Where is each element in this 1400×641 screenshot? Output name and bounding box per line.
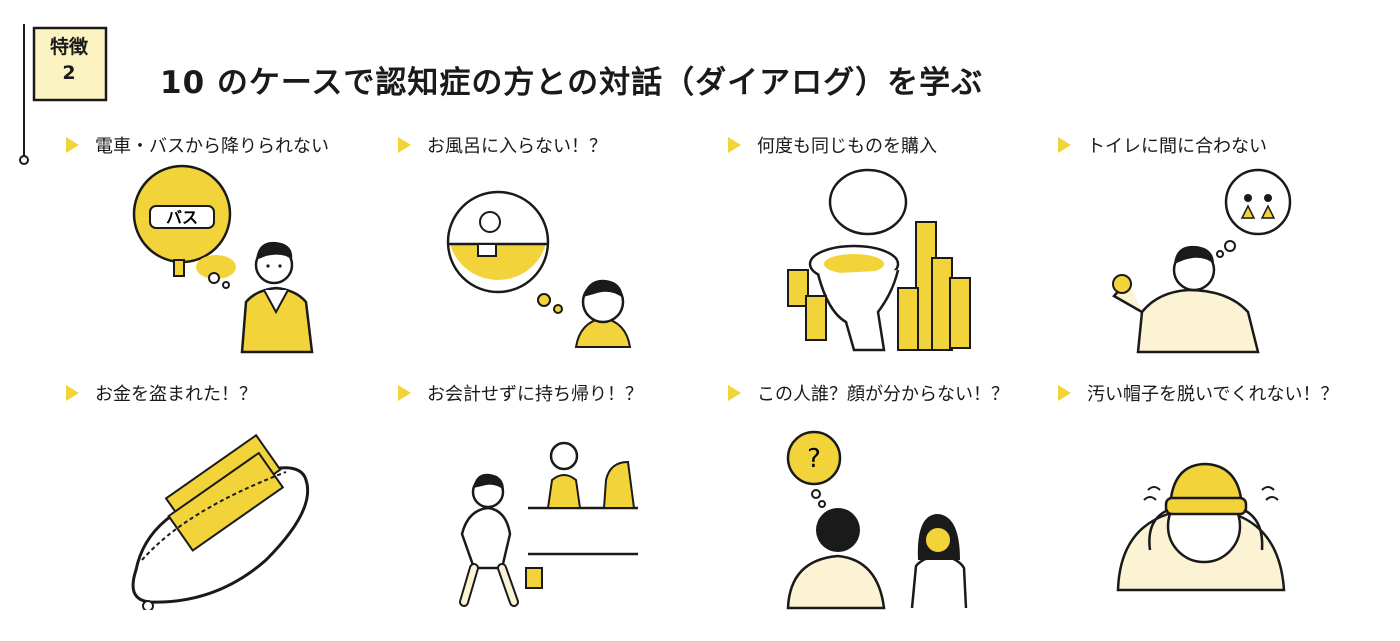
bus-stop-man-icon: バス <box>132 164 314 354</box>
triangle-bullet-icon <box>66 137 79 153</box>
face-recognition-icon: ? <box>786 430 968 610</box>
case-label: お会計せずに持ち帰り！？ <box>427 384 643 405</box>
case-label: トイレに間に合わない <box>1087 136 1267 157</box>
svg-text:?: ? <box>807 444 821 474</box>
dirty-hat-icon <box>1116 462 1286 592</box>
case-label: お風呂に入らない！？ <box>427 136 607 157</box>
triangle-bullet-icon <box>728 385 741 401</box>
flag-icon <box>19 24 108 165</box>
case-card: 電車・バスから降りられない バス <box>66 132 396 372</box>
wallet-money-icon <box>131 433 310 610</box>
bus-sign-text: バス <box>166 208 198 227</box>
case-label: お金を盗まれた！？ <box>95 384 257 405</box>
triangle-bullet-icon <box>398 137 411 153</box>
bath-refusal-icon <box>446 190 632 348</box>
toilet-paper-pile-icon <box>787 168 971 352</box>
case-card: この人誰？顔が分からない！？ ? <box>728 380 1058 620</box>
case-label: この人誰？顔が分からない！？ <box>757 384 1009 405</box>
feature-badge: 特徴 2 <box>34 34 104 86</box>
triangle-bullet-icon <box>728 137 741 153</box>
case-card: お金を盗まれた！？ <box>66 380 396 620</box>
case-card: トイレに間に合わない <box>1058 132 1388 372</box>
page-title: 10 のケースで認知症の方との対話（ダイアログ）を学ぶ <box>160 65 984 101</box>
case-label: 電車・バスから降りられない <box>95 136 329 157</box>
case-card: お会計せずに持ち帰り！？ <box>398 380 728 620</box>
case-label: 汚い帽子を脱いでくれない！？ <box>1087 384 1339 405</box>
case-card: 何度も同じものを購入 <box>728 132 1058 372</box>
badge-line2: 2 <box>62 62 76 84</box>
triangle-bullet-icon <box>398 385 411 401</box>
case-card: お風呂に入らない！？ <box>398 132 728 372</box>
case-label: 何度も同じものを購入 <box>757 136 937 157</box>
badge-line1: 特徴 <box>49 36 88 58</box>
triangle-bullet-icon <box>66 385 79 401</box>
case-card: 汚い帽子を脱いでくれない！？ <box>1058 380 1388 620</box>
triangle-bullet-icon <box>1058 385 1071 401</box>
shoplifting-icon <box>459 441 638 607</box>
toilet-urgency-icon <box>1112 168 1292 354</box>
triangle-bullet-icon <box>1058 137 1071 153</box>
